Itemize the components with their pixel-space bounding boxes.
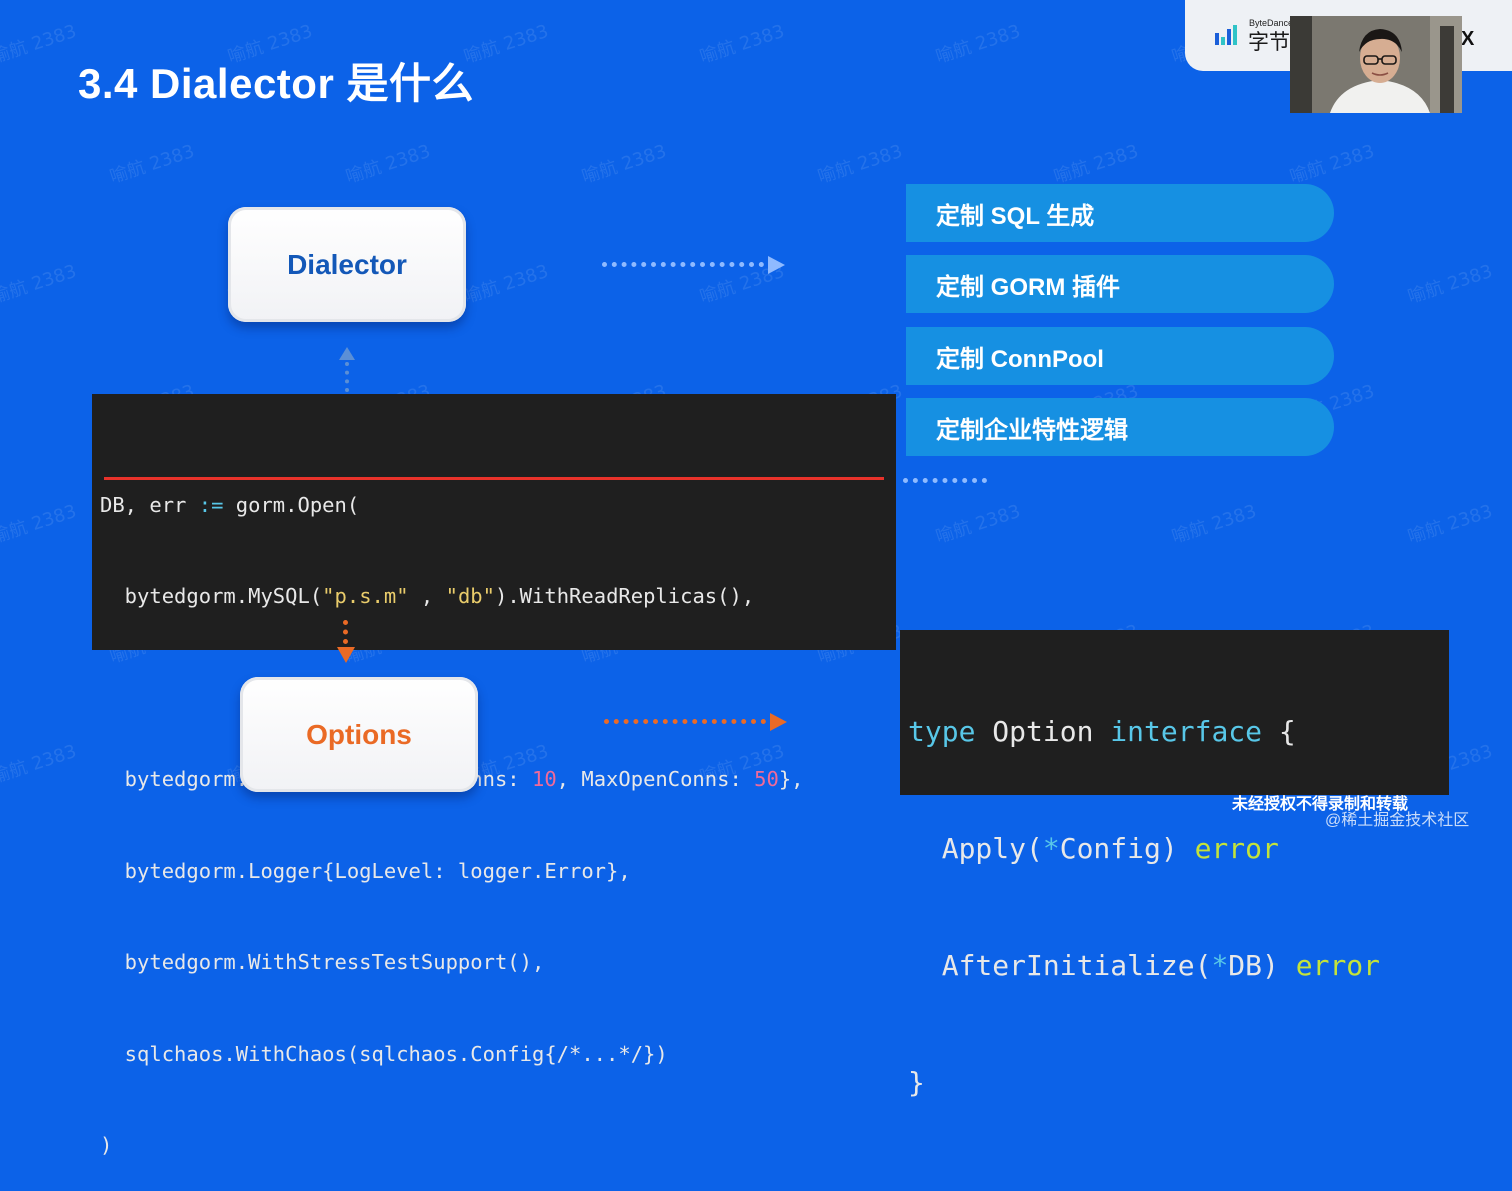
watermark-text: 喻航 2383 bbox=[1287, 140, 1378, 188]
code-line-spacer bbox=[100, 673, 888, 704]
code-divider-line bbox=[104, 477, 884, 480]
option-code-line-1: type Option interface { bbox=[908, 715, 1296, 748]
watermark-text: 喻航 2383 bbox=[697, 20, 788, 68]
watermark-text: 喻航 2383 bbox=[0, 20, 80, 68]
feature-gorm-plugin: 定制 GORM 插件 bbox=[906, 255, 1334, 313]
code-line-5: bytedgorm.WithStressTestSupport(), bbox=[100, 950, 545, 974]
footer-notice: 未经授权不得录制和转载 bbox=[1232, 796, 1409, 813]
presenter-figure-icon bbox=[1290, 16, 1462, 113]
watermark-text: 喻航 2383 bbox=[343, 140, 434, 188]
footer-credit: @稀土掘金技术社区 bbox=[1325, 812, 1470, 829]
slide-title: 3.4 Dialector 是什么 bbox=[78, 60, 474, 107]
watermark-text: 喻航 2383 bbox=[1405, 260, 1496, 308]
options-arrow-line bbox=[604, 719, 766, 724]
dialector-arrow-head-icon bbox=[768, 256, 785, 274]
code-line-6: sqlchaos.WithChaos(sqlchaos.Config{/*...… bbox=[100, 1041, 668, 1066]
option-code-line-4: } bbox=[908, 1066, 925, 1099]
down-arrow-line bbox=[343, 620, 348, 644]
code-line-7: ) bbox=[100, 1133, 113, 1157]
option-code-line-2: Apply(*Config) error bbox=[908, 832, 1279, 865]
code-line-3: bytedgorm.ConnPool{MaxIdleConns: 10, Max… bbox=[125, 767, 804, 791]
brand-cn-text: 字节 bbox=[1248, 31, 1290, 54]
watermark-text: 喻航 2383 bbox=[107, 140, 198, 188]
dialector-arrow-line bbox=[602, 262, 764, 267]
watermark-text: 喻航 2383 bbox=[0, 260, 80, 308]
presenter-video bbox=[1290, 16, 1462, 113]
dialector-label: Dialector bbox=[287, 248, 407, 280]
code-line-4: bytedgorm.Logger{LogLevel: logger.Error}… bbox=[100, 858, 631, 883]
watermark-text: 喻航 2383 bbox=[933, 20, 1024, 68]
watermark-text: 喻航 2383 bbox=[1405, 500, 1496, 548]
code-line-2: bytedgorm.MySQL("p.s.m" , "db").WithRead… bbox=[100, 584, 755, 608]
watermark-text: 喻航 2383 bbox=[1051, 140, 1142, 188]
watermark-text: 喻航 2383 bbox=[933, 500, 1024, 548]
watermark-text: 喻航 2383 bbox=[815, 140, 906, 188]
down-arrow-head-icon bbox=[337, 647, 355, 663]
option-code-line-3: AfterInitialize(*DB) error bbox=[908, 949, 1381, 982]
watermark-text: 喻航 2383 bbox=[0, 740, 80, 788]
feature-sql-generation: 定制 SQL 生成 bbox=[906, 184, 1334, 242]
options-arrow-head-icon bbox=[770, 713, 787, 731]
gorm-open-code-block: DB, err := gorm.Open( bytedgorm.MySQL("p… bbox=[92, 394, 896, 1157]
pill-continuation-dots bbox=[903, 478, 987, 483]
option-interface-code-block: type Option interface { Apply(*Config) e… bbox=[900, 630, 1449, 1099]
watermark-text: 喻航 2383 bbox=[0, 500, 80, 548]
feature-enterprise-logic: 定制企业特性逻辑 bbox=[906, 398, 1334, 456]
watermark-text: 喻航 2383 bbox=[579, 140, 670, 188]
close-icon[interactable]: X bbox=[1461, 28, 1475, 50]
watermark-text: 喻航 2383 bbox=[1169, 500, 1260, 548]
options-node: Options bbox=[240, 677, 478, 792]
bytedance-logo-icon bbox=[1215, 25, 1237, 45]
feature-connpool: 定制 ConnPool bbox=[906, 327, 1334, 385]
options-label: Options bbox=[306, 718, 412, 750]
brand-small-text: ByteDance bbox=[1249, 18, 1294, 28]
watermark-text: 喻航 2383 bbox=[461, 260, 552, 308]
up-arrow-line bbox=[345, 362, 349, 392]
up-arrow-head-icon bbox=[339, 347, 355, 360]
dialector-node: Dialector bbox=[228, 207, 466, 322]
code-line-1: DB, err := gorm.Open( bbox=[100, 492, 360, 517]
